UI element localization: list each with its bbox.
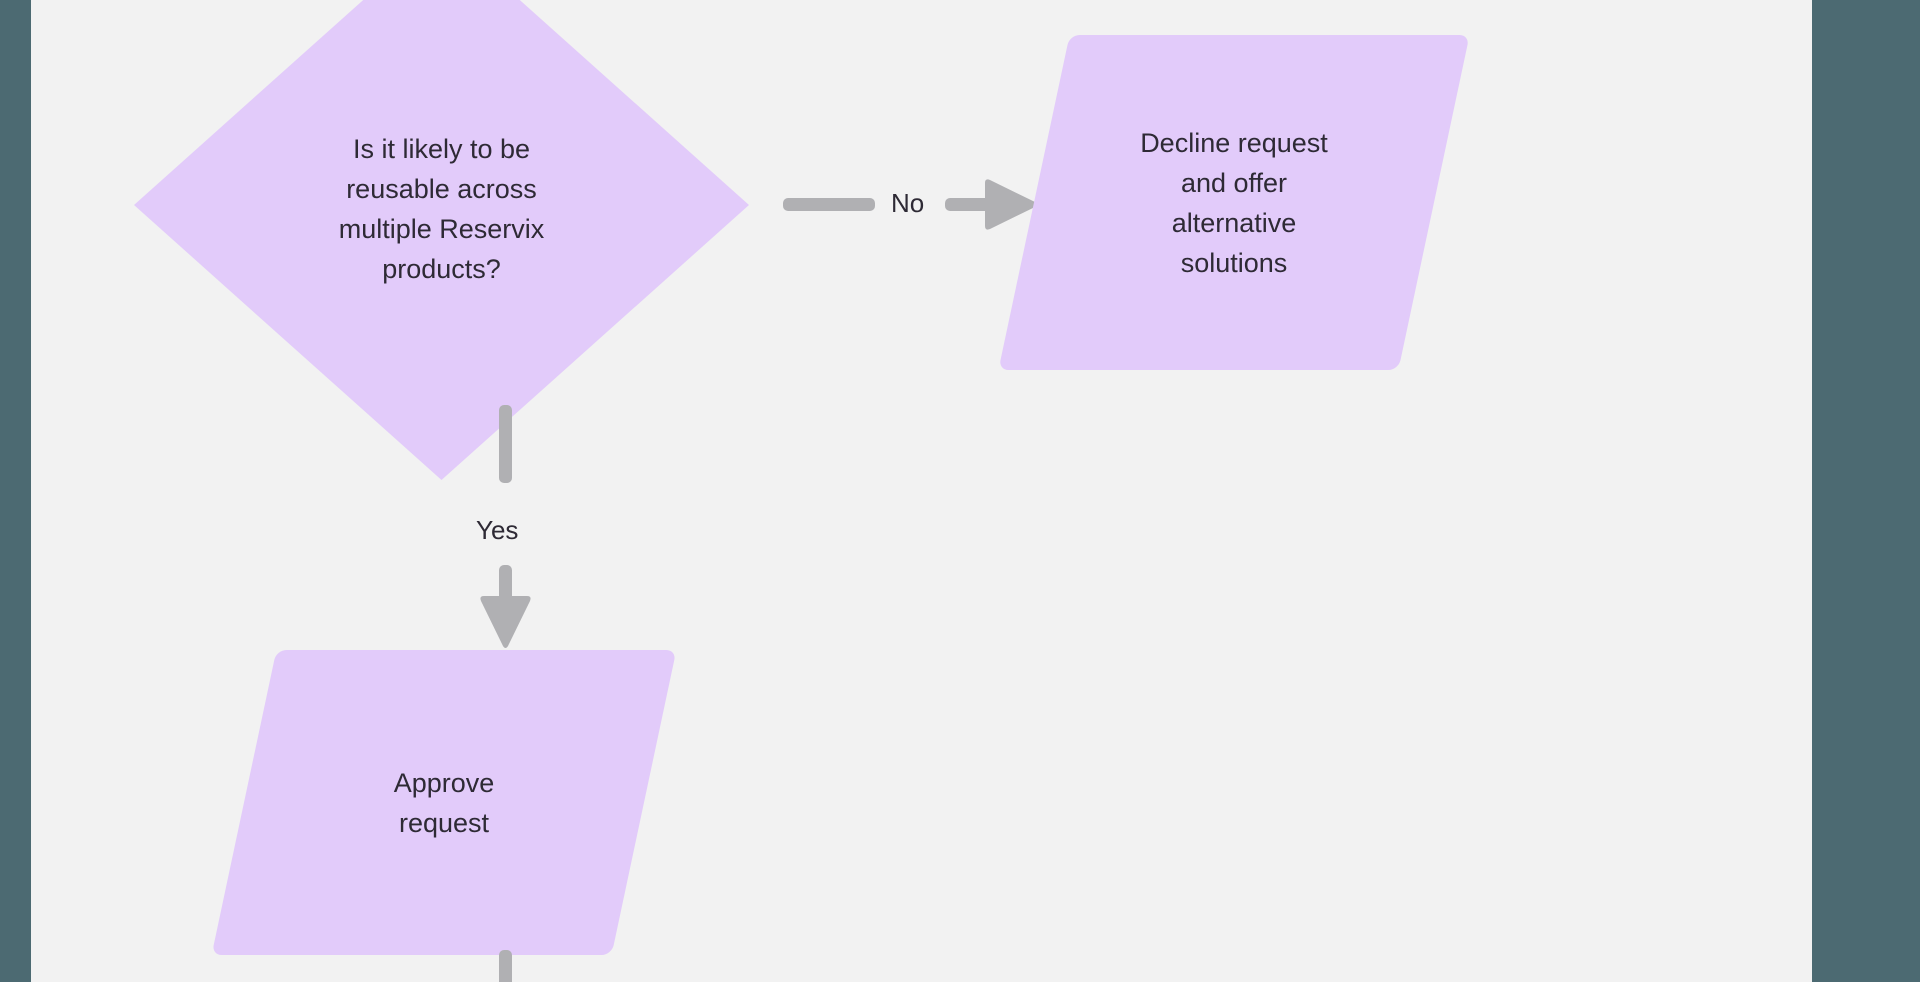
node-decline-request[interactable]: Decline request and offer alternative so…	[998, 35, 1470, 370]
left-panel	[0, 0, 31, 982]
node-decision-reusable[interactable]: Is it likely to be reusable across multi…	[134, 0, 749, 480]
edge-yes-line-2	[499, 565, 512, 605]
edge-no-label: No	[891, 188, 925, 218]
edge-no-line	[783, 198, 875, 211]
node-decision-reusable-label: Is it likely to be reusable across multi…	[338, 134, 545, 284]
node-approve-request[interactable]: Approve request	[211, 650, 677, 955]
diagram-canvas[interactable]: Is it likely to be reusable across multi…	[31, 0, 1812, 982]
node-decline-request-label: Decline request and offer alternative so…	[1140, 127, 1328, 278]
right-panel	[1812, 0, 1920, 982]
edge-yes-arrowhead-icon	[478, 592, 533, 650]
edge-approve-out-line	[499, 950, 512, 982]
edge-no-arrowhead-icon	[981, 177, 1039, 232]
edge-yes-line	[499, 405, 512, 483]
node-approve-request-label: Approve request	[393, 767, 495, 838]
edge-no-line-2	[945, 198, 997, 211]
edge-yes-label: Yes	[476, 515, 519, 545]
